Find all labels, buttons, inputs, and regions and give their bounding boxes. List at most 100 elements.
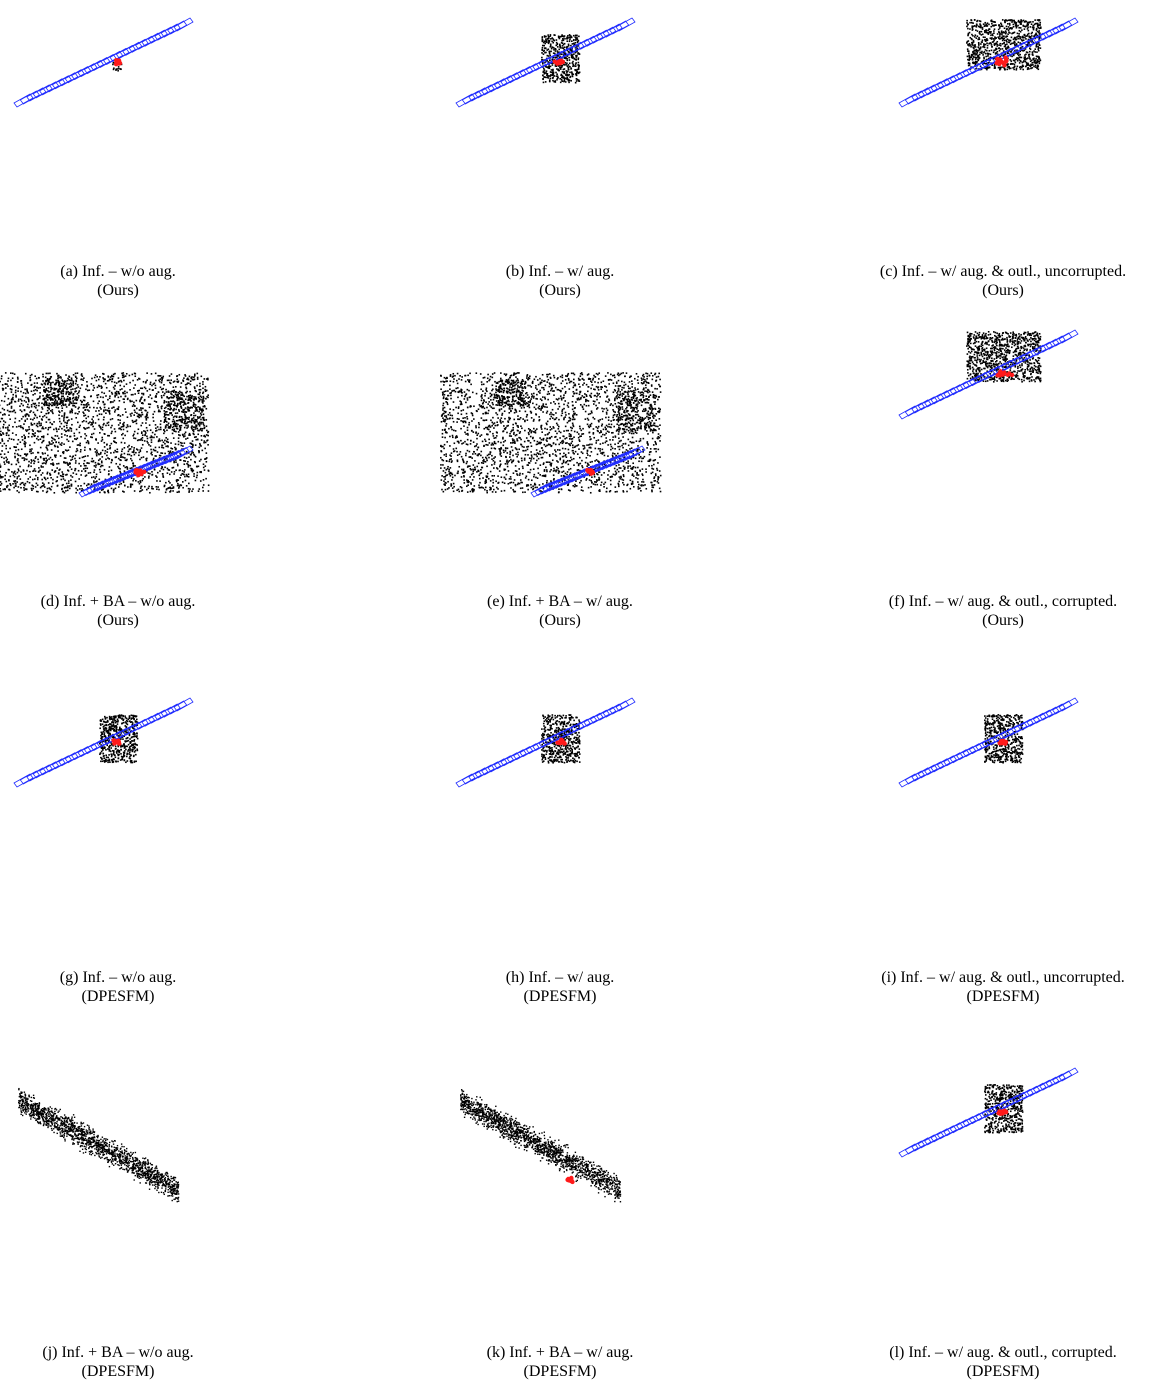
scene-point <box>178 491 180 493</box>
scene-point <box>541 49 544 51</box>
scene-point <box>575 80 578 82</box>
scene-point <box>121 414 124 416</box>
scene-point <box>65 416 68 419</box>
scene-point <box>566 49 569 52</box>
scene-point <box>203 405 206 407</box>
scene-point <box>190 469 193 472</box>
scene-point <box>970 55 973 57</box>
scene-point <box>43 414 46 417</box>
scene-point <box>135 479 137 482</box>
scene-point <box>37 398 40 400</box>
scene-point <box>10 407 13 409</box>
scene-point <box>443 476 445 478</box>
scene-point <box>186 427 188 429</box>
scene-point <box>967 32 970 35</box>
scene-point <box>967 50 970 52</box>
scene-point <box>102 400 104 403</box>
scene-point <box>156 476 158 478</box>
scene-point <box>1001 19 1004 21</box>
scene-point <box>168 426 171 429</box>
scene-point <box>69 410 72 413</box>
subfigure-b <box>420 10 700 210</box>
scene-point <box>68 463 71 465</box>
scene-point <box>572 415 574 418</box>
scene-point <box>572 378 575 381</box>
scene-point <box>41 482 44 484</box>
scene-point <box>614 443 616 446</box>
scene-point <box>186 422 188 424</box>
scene-point <box>183 418 185 421</box>
scene-point <box>202 383 204 386</box>
scene-point <box>30 462 32 464</box>
scene-point <box>41 478 43 481</box>
scene-point <box>571 75 574 78</box>
scene-point <box>19 478 22 480</box>
scene-point <box>200 398 202 401</box>
scene-point <box>969 44 972 46</box>
scene-point <box>1007 52 1010 55</box>
scene-point <box>563 80 566 82</box>
scene-point <box>119 472 122 474</box>
subfigure-caption-c: (c) Inf. – w/ aug. & outl., uncorrupted.… <box>833 262 1167 300</box>
scene-point <box>543 44 545 47</box>
scene-point <box>550 464 552 466</box>
scene-point <box>576 71 579 74</box>
scene-point <box>53 402 55 404</box>
scene-point <box>169 381 171 384</box>
scene-point <box>175 427 178 429</box>
scene-point <box>165 481 167 484</box>
scene-point <box>1031 53 1034 56</box>
highlighted-camera <box>995 56 1000 62</box>
scene-point <box>166 396 169 399</box>
scene-point <box>199 412 202 415</box>
scene-point <box>192 432 195 435</box>
scene-point <box>489 392 492 395</box>
scene-point <box>57 472 60 475</box>
scene-point <box>93 469 96 471</box>
scene-point <box>122 437 125 440</box>
scene-point <box>180 401 183 403</box>
scene-point <box>979 46 982 49</box>
scene-point <box>184 374 186 376</box>
scene-point <box>456 459 459 462</box>
scene-point <box>56 395 59 398</box>
scene-point <box>62 389 64 391</box>
scene-point <box>69 379 72 382</box>
scene-point <box>141 387 144 390</box>
scene-point <box>1020 56 1023 59</box>
scene-point <box>968 31 971 34</box>
scene-point <box>627 450 629 452</box>
highlighted-camera <box>1004 57 1009 62</box>
scene-point <box>586 374 589 376</box>
scene-point <box>128 448 131 451</box>
scene-point <box>1027 64 1029 66</box>
scene-point <box>974 63 977 66</box>
scene-point <box>29 476 32 478</box>
scene-point <box>992 34 994 37</box>
scene-point <box>560 74 562 76</box>
scene-point <box>30 384 32 386</box>
scene-point <box>93 387 96 389</box>
scene-point <box>143 440 146 442</box>
scene-point <box>8 462 10 464</box>
scene-point <box>185 387 188 390</box>
scene-point <box>46 382 49 385</box>
scene-point <box>1001 37 1004 40</box>
scene-point <box>5 434 8 437</box>
scene-point <box>169 405 171 408</box>
scene-point <box>999 55 1002 58</box>
scene-point <box>502 437 504 440</box>
scene-point <box>176 419 179 422</box>
scene-point <box>555 44 558 47</box>
scene-point <box>51 459 54 461</box>
scene-point <box>74 454 77 457</box>
scene-point <box>53 392 56 394</box>
scene-point <box>993 30 995 32</box>
scene-point <box>137 413 140 416</box>
scene-point <box>10 384 13 387</box>
scene-point <box>49 421 52 424</box>
scene-point <box>3 400 6 403</box>
scene-point <box>445 482 447 484</box>
scene-point <box>42 457 45 460</box>
scene-point <box>976 56 979 58</box>
